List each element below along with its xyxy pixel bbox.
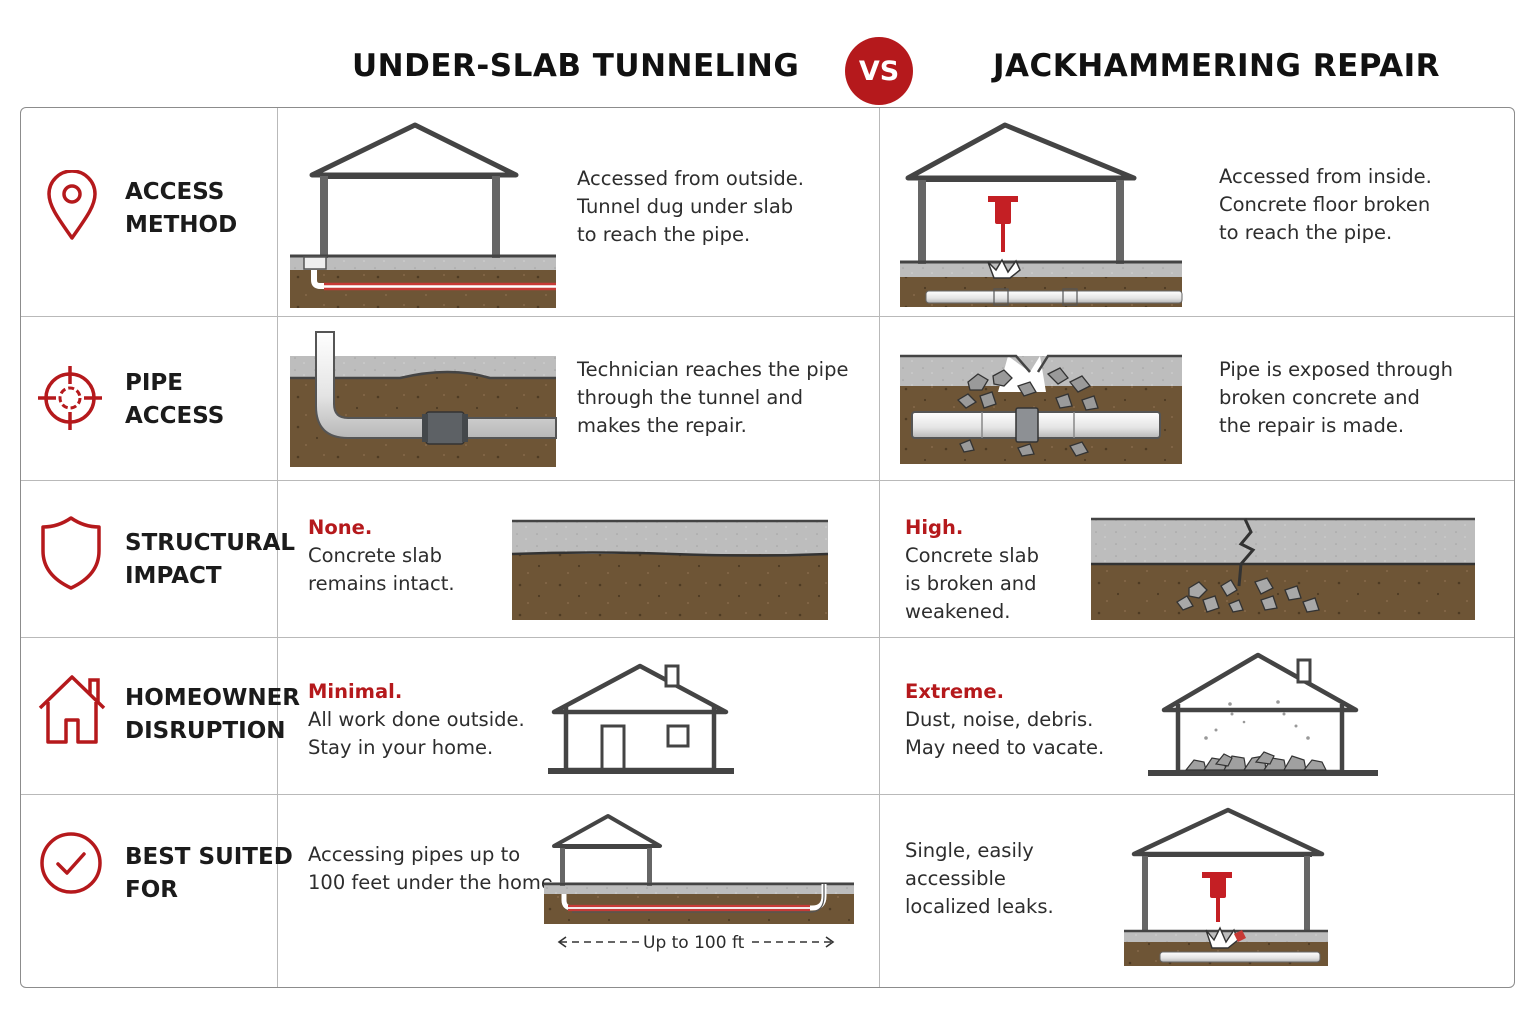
tunneling-disruption-level: Minimal. [308,680,403,703]
crosshair-target-icon [38,366,102,430]
tunneling-impact-level: None. [308,516,373,539]
tunneling-disruption-description: Minimal.All work done outside.Stay in yo… [308,680,525,759]
dimension-label: Up to 100 ft [643,933,745,953]
row-divider [21,637,1514,638]
broken-slab-illustration [1091,517,1475,620]
shield-icon [41,516,101,590]
row-divider [21,316,1514,317]
location-pin-icon [47,170,97,240]
tunneling-access-illustration [290,122,556,308]
jackhammer-disruption-level: Extreme. [905,680,1005,703]
dimension-arrow [557,936,835,948]
house-icon [38,675,106,744]
house-debris-illustration [1148,652,1378,776]
tunneling-column-title: UNDER-SLAB TUNNELING [352,48,800,84]
vs-badge: VS [845,37,913,105]
localized-jackhammer-illustration [1124,807,1328,966]
jackhammer-pipe-illustration [900,354,1182,464]
checkmark-circle-icon [40,832,102,894]
comparison-table [20,107,1515,988]
tunnel-length-illustration [544,814,854,924]
jackhammer-access-description: Accessed from inside.Concrete floor brok… [1219,165,1432,244]
column-divider [277,108,278,987]
jackhammer-access-illustration [900,122,1183,307]
column-divider [879,108,880,987]
intact-slab-illustration [511,519,829,620]
tunneling-access-description: Accessed from outside.Tunnel dug under s… [577,167,804,246]
row-divider [21,480,1514,481]
jackhammer-disruption-description: Extreme.Dust, noise, debris.May need to … [905,680,1105,759]
house-intact-illustration [548,663,734,774]
tunneling-pipe-illustration [290,331,557,467]
row-divider [21,794,1514,795]
jackhammering-column-title: JACKHAMMERING REPAIR [993,48,1441,84]
jackhammer-impact-level: High. [905,516,964,539]
